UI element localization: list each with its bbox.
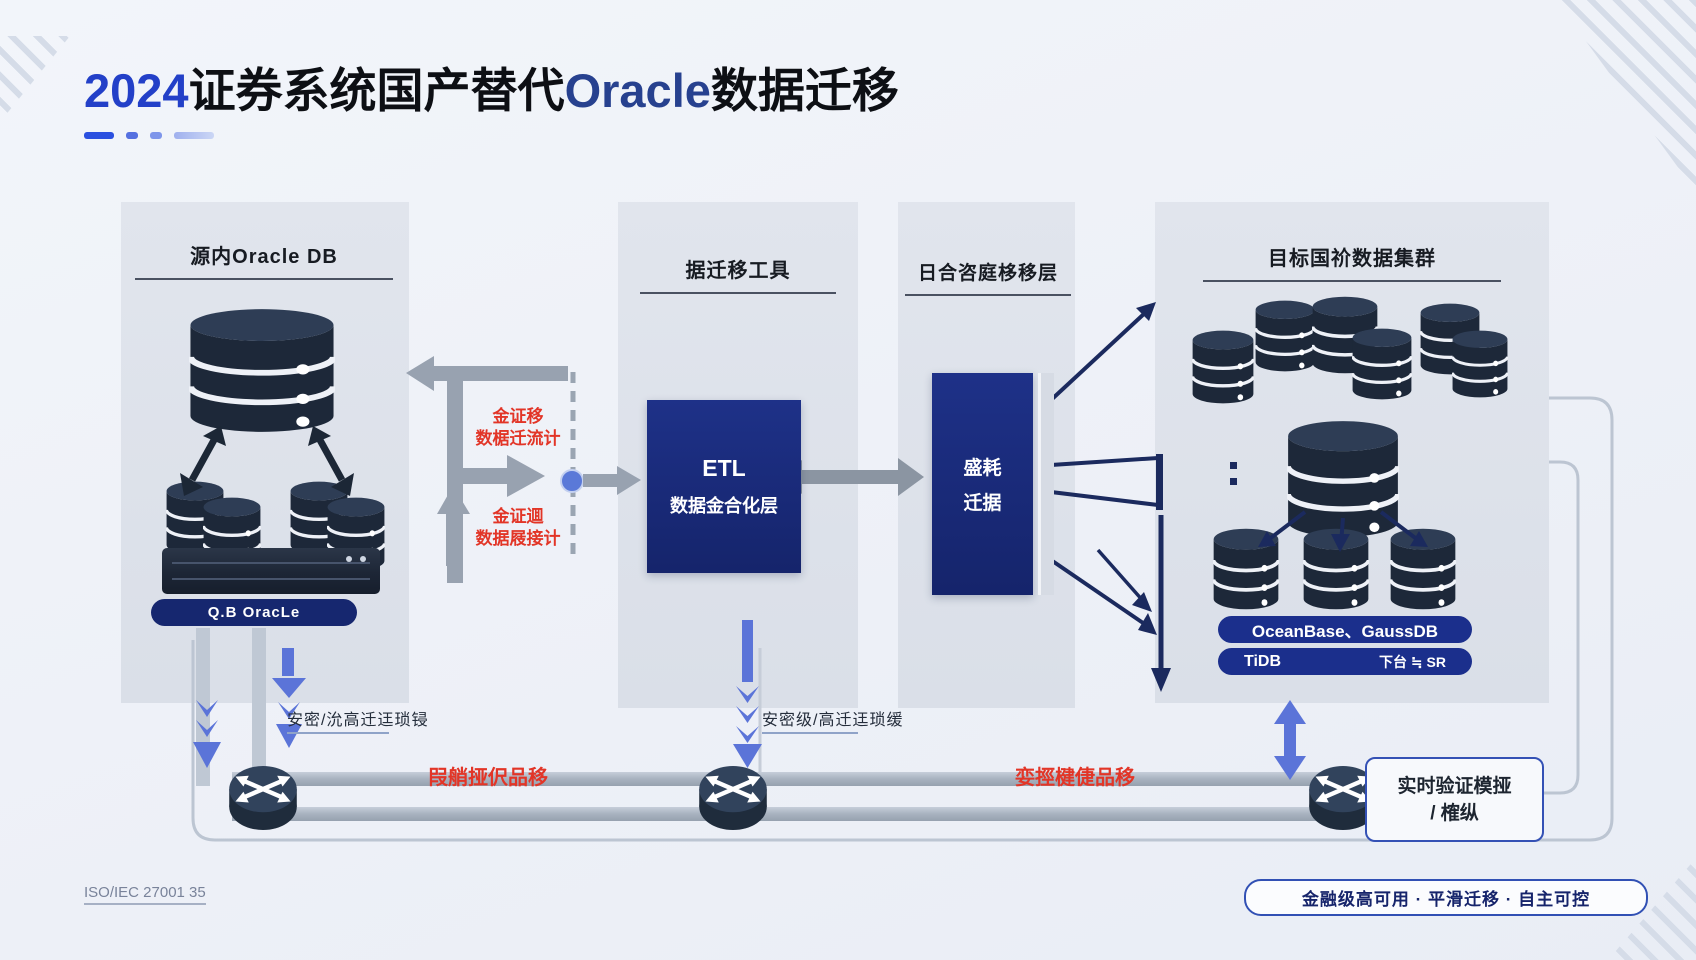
etl-box: ETL 数据金合化层 xyxy=(647,400,801,573)
tool-panel-header: 据迁移工具 xyxy=(640,254,836,294)
etl-box-line2: 数据金合化层 xyxy=(670,496,778,516)
realtime-verify-box: 实时验证模挜 / 榷纵 xyxy=(1365,757,1544,842)
red-pipe-label-left: 叚艄挜伬品移 xyxy=(428,767,548,789)
red-annotation-bottom: 金证逥 数据屐接计 xyxy=(475,507,561,548)
router-icon xyxy=(699,766,767,830)
security-label-mid-underline xyxy=(762,732,858,734)
target-pill2-right: 下台 ≒ SR xyxy=(1379,653,1446,670)
source-panel-header: 源内Oracle DB xyxy=(135,240,393,280)
title-suffix: 数据迁移 xyxy=(710,64,899,117)
router-icon xyxy=(229,766,297,830)
cert-text: ISO/IEC 27001 35 xyxy=(84,884,206,905)
corner-stripes-top-left xyxy=(0,36,70,122)
adapter-box-side-stripe xyxy=(1038,373,1054,595)
red-pipe-label-right: 娈挳楗倢品移 xyxy=(1015,767,1135,789)
target-panel-header: 目标国祄数据集群 xyxy=(1203,242,1501,282)
verify-box-line2: / 榷纵 xyxy=(1430,802,1479,824)
page-title: 2024证券系统国产替代Oracle数据迁移 xyxy=(84,52,899,121)
adapter-panel-header: 日合咨庭栘移层 xyxy=(905,258,1071,296)
security-label-left: 安密/沇高迁迋琐锓 xyxy=(287,712,429,729)
source-db-pill: Q.B OracLe xyxy=(151,599,357,626)
adapter-box-line1: 盛耗 xyxy=(963,458,1002,479)
target-db-pill-2: TiDB 下台 ≒ SR xyxy=(1218,648,1472,675)
target-pill2-left: TiDB xyxy=(1244,652,1282,670)
verify-box-line1: 实时验证模挜 xyxy=(1397,775,1512,797)
security-label-mid: 安密级/高迁迋琐缓 xyxy=(762,712,904,729)
title-mid: 证券系统国产替代 xyxy=(188,64,565,117)
corner-stripes-top-right xyxy=(1555,0,1696,192)
etl-box-line1: ETL xyxy=(702,455,746,481)
adapter-box-line2: 迁据 xyxy=(963,493,1002,514)
network-routers xyxy=(229,766,1377,830)
target-db-pill-1: OceanBase、GaussDB xyxy=(1218,616,1472,643)
title-underline-dashes xyxy=(84,132,214,139)
footer-badge-pill: 金融级高可用 · 平滑迁移 · 自主可控 xyxy=(1244,879,1648,916)
security-label-left-underline xyxy=(287,732,389,734)
adapter-box: 盛耗 迁据 xyxy=(932,373,1033,595)
bottom-network-pipes xyxy=(232,772,1354,821)
title-year: 2024 xyxy=(84,64,189,117)
red-annotation-top: 金证移 数椐迁流计 xyxy=(475,407,561,448)
server-rack xyxy=(162,548,380,594)
title-oracle: Oracle xyxy=(564,64,711,117)
